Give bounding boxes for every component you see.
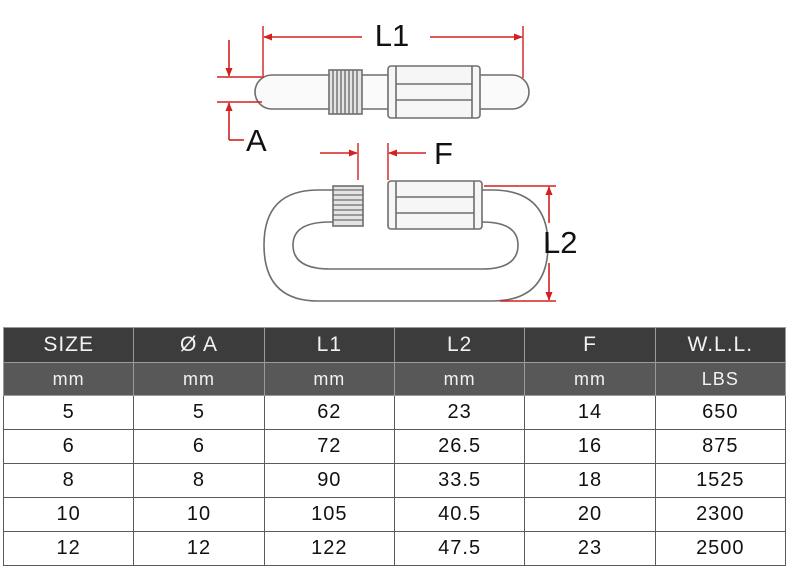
l1-cell: 62 [263,395,395,430]
diameter-cell: 12 [133,531,265,566]
diameter-cell: 6 [133,429,265,464]
header-size: SIZE [2,327,135,363]
header-diameter-a: Ø A [133,327,265,363]
size-cell: 12 [2,531,135,566]
header-row: SIZE Ø A L1 L2 F W.L.L. [2,327,787,363]
diameter-cell: 5 [133,395,265,430]
diameter-cell: 10 [133,497,265,532]
l1-cell: 90 [263,463,395,498]
table-row: 12 12 122 47.5 23 2500 [2,531,787,566]
f-cell: 20 [524,497,656,532]
size-cell: 5 [2,395,135,430]
unit-cell: mm [133,362,265,396]
a-dimension: A [217,40,267,158]
wll-cell: 875 [654,429,787,464]
f-dimension: F [320,136,453,180]
l1-dimension: L1 [262,18,524,78]
unit-cell: mm [2,362,135,396]
header-l2: L2 [393,327,526,363]
table-row: 10 10 105 40.5 20 2300 [2,497,787,532]
l2-cell: 47.5 [393,531,526,566]
unit-row: mm mm mm mm mm LBS [2,362,787,396]
l2-cell: 26.5 [393,429,526,464]
header-l1: L1 [263,327,395,363]
table-row: 8 8 90 33.5 18 1525 [2,463,787,498]
header-wll: W.L.L. [654,327,787,363]
l1-cell: 122 [263,531,395,566]
l1-cell: 105 [263,497,395,532]
unit-cell: mm [393,362,526,396]
header-f: F [524,327,656,363]
diameter-cell: 8 [133,463,265,498]
quick-link-diagram: L1 A [217,18,577,302]
wll-cell: 2500 [654,531,787,566]
l2-cell: 40.5 [393,497,526,532]
wll-cell: 650 [654,395,787,430]
l2-dimension: L2 [484,185,577,302]
l1-label: L1 [375,18,409,53]
f-cell: 14 [524,395,656,430]
size-cell: 8 [2,463,135,498]
f-cell: 18 [524,463,656,498]
specification-table: SIZE Ø A L1 L2 F W.L.L. mm mm mm mm mm L… [2,327,787,566]
f-cell: 16 [524,429,656,464]
wll-cell: 1525 [654,463,787,498]
table-row: 6 6 72 26.5 16 875 [2,429,787,464]
f-cell: 23 [524,531,656,566]
f-label: F [434,136,453,171]
bottom-view-link [263,180,549,302]
size-cell: 6 [2,429,135,464]
top-view-link [254,65,530,119]
l2-cell: 23 [393,395,526,430]
l1-cell: 72 [263,429,395,464]
wll-cell: 2300 [654,497,787,532]
a-label: A [246,123,267,158]
l2-cell: 33.5 [393,463,526,498]
unit-cell: mm [263,362,395,396]
unit-cell: mm [524,362,656,396]
size-cell: 10 [2,497,135,532]
table-row: 5 5 62 23 14 650 [2,395,787,430]
unit-cell: LBS [654,362,787,396]
l2-label: L2 [543,225,577,260]
